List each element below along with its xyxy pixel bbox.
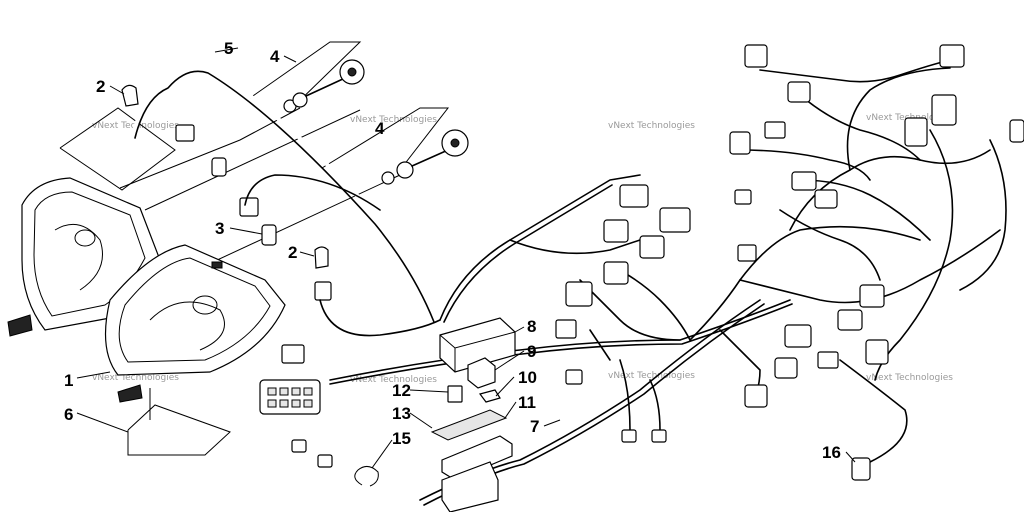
callout-4: 4: [375, 119, 385, 138]
callout-12: 12: [392, 381, 411, 400]
callout-4: 4: [270, 47, 280, 66]
callout-10: 10: [518, 368, 537, 387]
callout-6: 6: [64, 405, 73, 424]
callout-1: 1: [64, 371, 73, 390]
watermark: vNext Technologies: [350, 115, 437, 125]
callout-8: 8: [527, 317, 536, 336]
headlight-front: [104, 244, 286, 403]
callout-13: 13: [392, 404, 411, 423]
bulb-and-socket-parts: [121, 84, 332, 301]
callout-9: 9: [527, 342, 536, 361]
callout-5: 5: [224, 39, 233, 58]
watermark: vNext Technologies: [608, 121, 695, 131]
watermark: vNext Technologies: [350, 375, 437, 385]
headlight-adjusters: [283, 59, 469, 185]
watermark: vNext Technologies: [608, 371, 695, 381]
main-harness: [329, 59, 1007, 506]
headlight-harness: [130, 64, 442, 337]
leader-lines: [76, 47, 856, 469]
callout-labels: 1 2 2 3 4 4 5 6 7 8 9 10 11 12 13 15 16: [64, 39, 841, 462]
watermark: vNext Technologies: [92, 373, 179, 383]
callout-2: 2: [96, 77, 105, 96]
callout-2: 2: [288, 243, 297, 262]
connectors: [259, 44, 1024, 481]
watermark: vNext Technologies: [866, 373, 953, 383]
callout-3: 3: [215, 219, 224, 238]
callout-15: 15: [392, 429, 411, 448]
callout-11: 11: [518, 393, 536, 412]
callout-16: 16: [822, 443, 841, 462]
relays-and-fuses: [354, 317, 516, 512]
callout-7: 7: [530, 417, 539, 436]
